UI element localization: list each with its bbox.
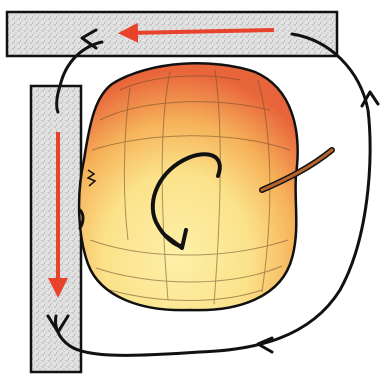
diagram-canvas [0, 0, 388, 378]
apple-loop-diagram [0, 0, 388, 378]
